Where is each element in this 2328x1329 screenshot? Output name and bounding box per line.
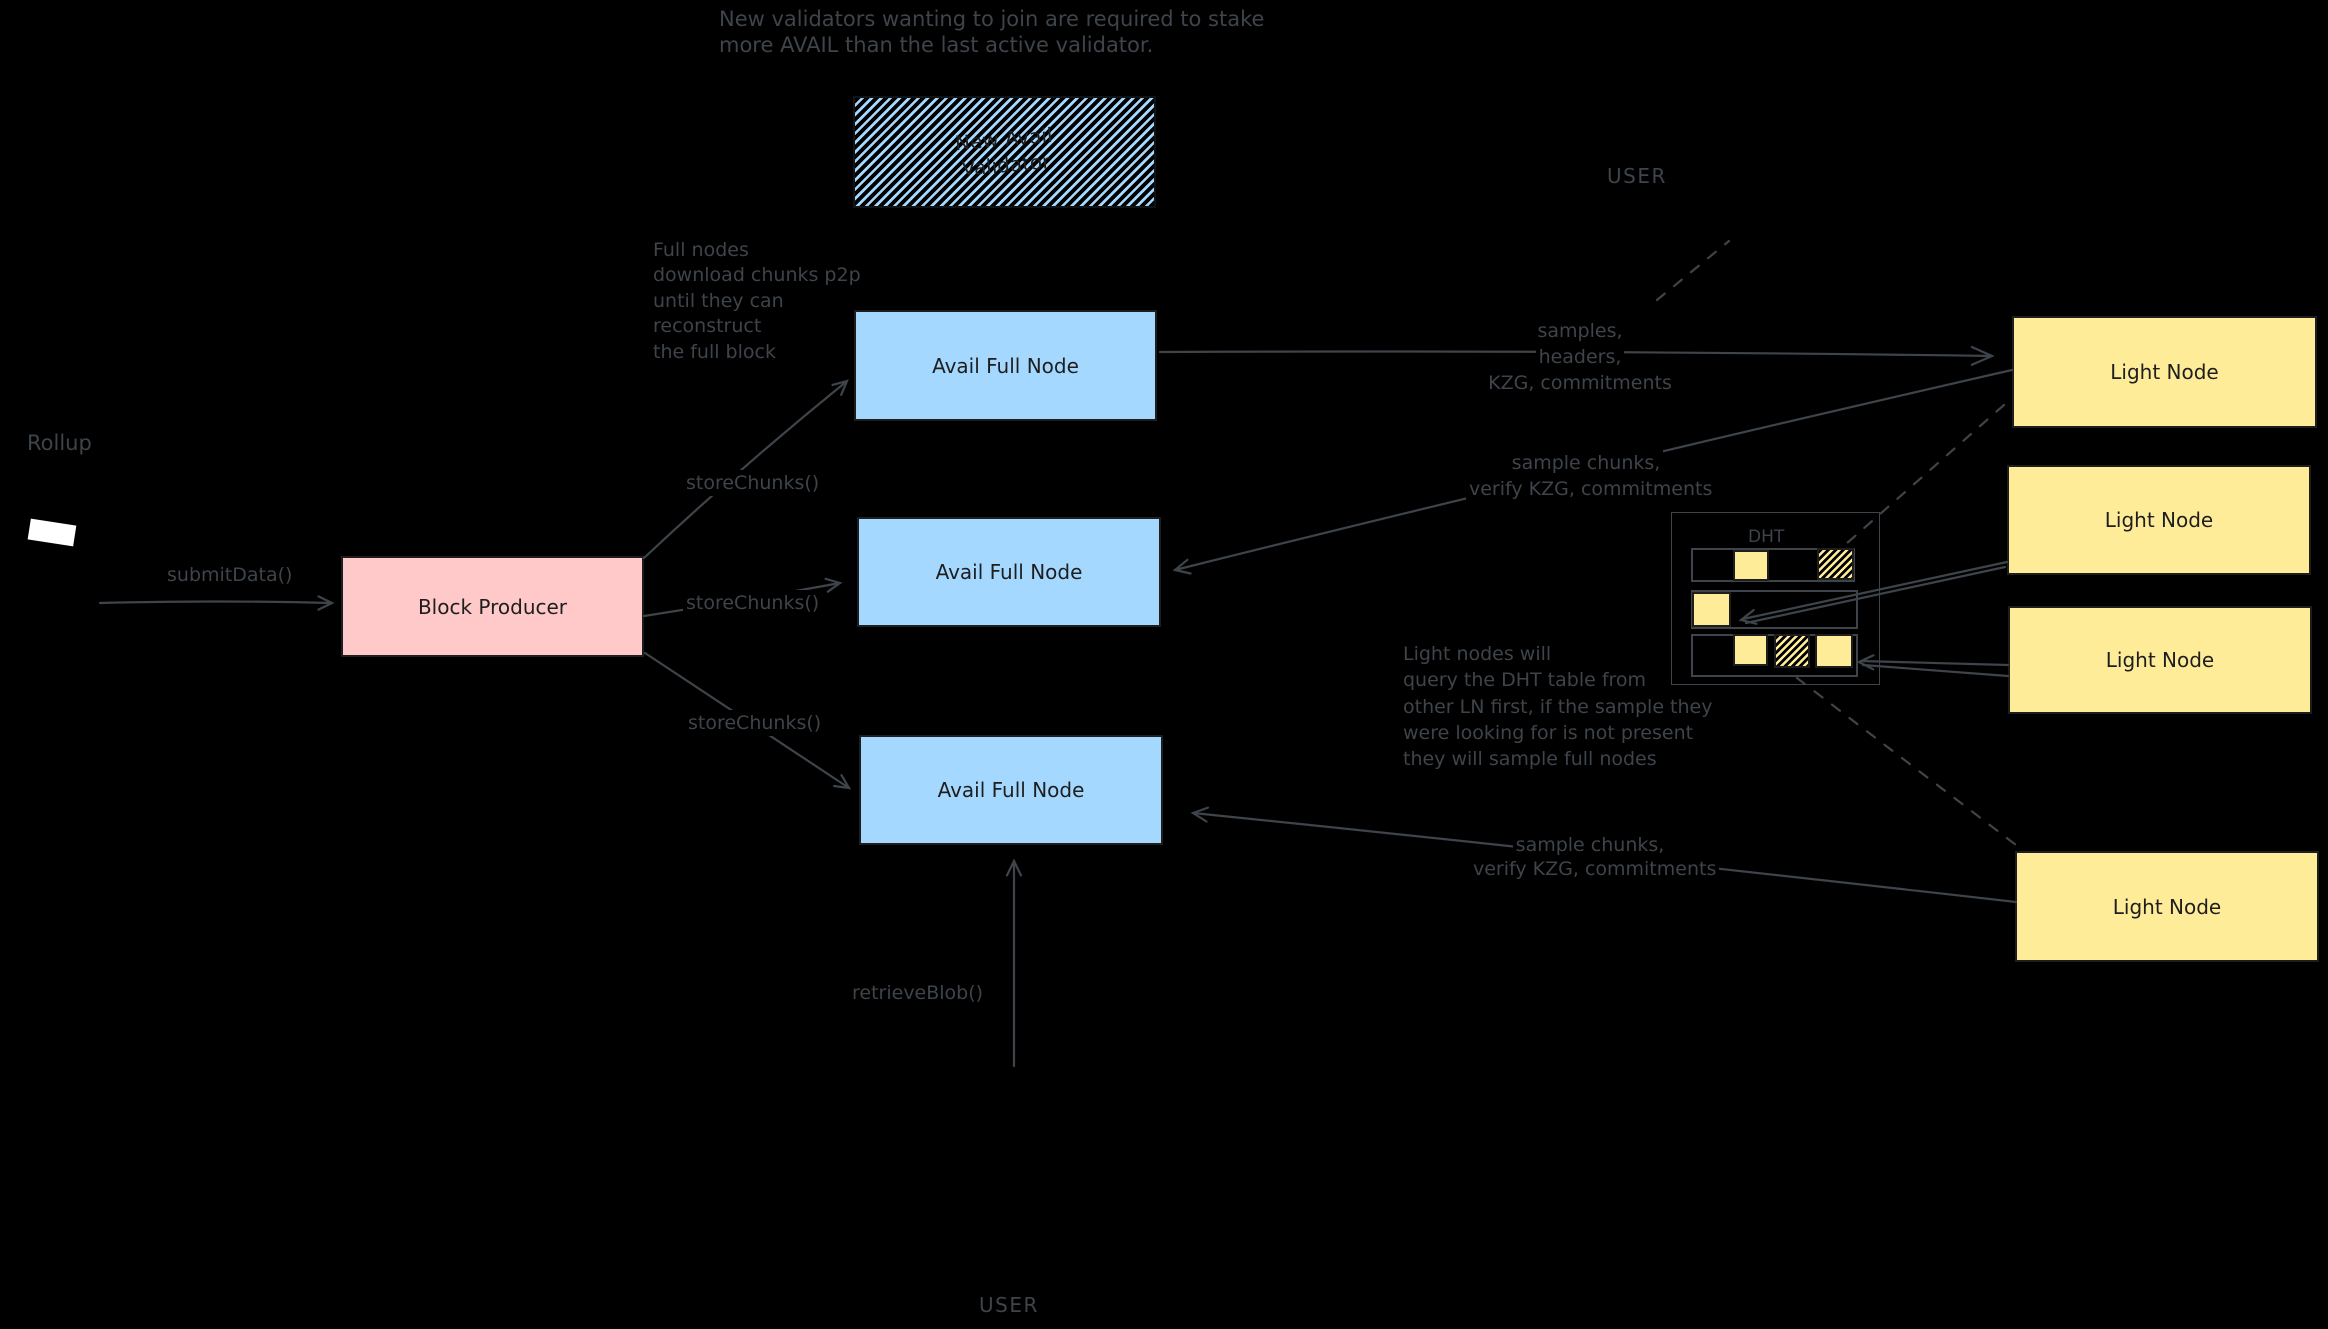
dht-outer-box xyxy=(1671,512,1880,685)
storechunks-label-3: storeChunks() xyxy=(685,710,825,736)
arrow-ln2-dht-head xyxy=(1738,609,1758,625)
avail-full-node-box-3: Avail Full Node xyxy=(859,735,1163,845)
dht-cell-r1-missing xyxy=(1817,548,1854,580)
avail-full-node-label-2: Avail Full Node xyxy=(935,560,1083,584)
light-node-label-1: Light Node xyxy=(2110,360,2219,384)
light-node-box-3: Light Node xyxy=(2008,606,2312,714)
arrow-submitdata-line xyxy=(98,600,334,605)
arrow-storechunks3-head xyxy=(833,774,852,790)
light-node-label-3: Light Node xyxy=(2105,648,2215,672)
arrow-submitdata-head xyxy=(317,595,335,611)
light-node-label-2: Light Node xyxy=(2104,508,2214,532)
arrow-storechunks1-head xyxy=(831,379,849,396)
block-producer-label: Block Producer xyxy=(417,594,568,619)
block-producer-box: Block Producer xyxy=(341,556,644,657)
avail-full-node-label-1: Avail Full Node xyxy=(932,353,1079,378)
arrow-retrieveblob-head xyxy=(1005,858,1023,877)
submitdata-label: submitData() xyxy=(164,562,296,588)
light-node-box-1: Light Node xyxy=(2012,316,2317,428)
dht-cell-r2-sample xyxy=(1692,592,1731,627)
dht-title: DHT xyxy=(1748,527,1785,547)
arrow-samples-head xyxy=(1970,345,1995,366)
dht-cell-r3-sample-b xyxy=(1815,634,1853,668)
light-node-box-2: Light Node xyxy=(2007,465,2311,575)
top-note: New validators wanting to join are requi… xyxy=(719,7,1265,57)
rollup-label: Rollup xyxy=(24,430,95,456)
dht-cell-r1-sample xyxy=(1733,550,1769,581)
arrow-ln2-dht-line-a xyxy=(1741,560,2009,621)
arrow-storechunks1-line xyxy=(642,379,849,560)
arrow-ln3-dht-line-a xyxy=(1859,659,2010,667)
user-bottom-label: USER xyxy=(976,1292,1042,1318)
arrow-ln3-dht-line-b xyxy=(1861,663,2010,678)
arrow-ln2-dht-line-b xyxy=(1744,565,2007,625)
samplechunks-top-label: sample chunks,verify KZG, commitments xyxy=(1466,450,1716,502)
storechunks-label-2: storeChunks() xyxy=(683,590,823,616)
arrow-samplechunks-top-head xyxy=(1172,558,1192,575)
dashed-ln1-dht xyxy=(1844,403,2006,546)
user-top-label: USER xyxy=(1604,163,1670,189)
samples-headers-kzg-label: samples,headers,KZG, commitments xyxy=(1480,318,1680,396)
light-node-box-4: Light Node xyxy=(2015,851,2319,962)
avail-full-node-box-1: Avail Full Node xyxy=(854,310,1157,421)
dashed-dht-ln4 xyxy=(1795,676,2018,847)
dht-cell-r3-missing xyxy=(1774,634,1810,668)
storechunks-label-1: storeChunks() xyxy=(683,470,823,496)
arrow-samplechunks-bottom-head xyxy=(1190,806,1210,823)
arrow-storechunks2-head xyxy=(824,577,843,593)
avail-full-node-label-3: Avail Full Node xyxy=(937,778,1085,802)
arrow-ln3-dht-head xyxy=(1856,654,1875,671)
avail-full-node-box-2: Avail Full Node xyxy=(857,517,1161,627)
retrieveblob-label: retrieveBlob() xyxy=(849,980,987,1006)
dht-cell-r3-sample-a xyxy=(1733,634,1768,666)
dht-row-1 xyxy=(1691,548,1855,582)
dashed-user-lightnode xyxy=(1655,239,1731,302)
light-node-label-4: Light Node xyxy=(2112,894,2222,919)
samplechunks-bottom-label: sample chunks,verify KZG, commitments xyxy=(1470,833,1720,881)
